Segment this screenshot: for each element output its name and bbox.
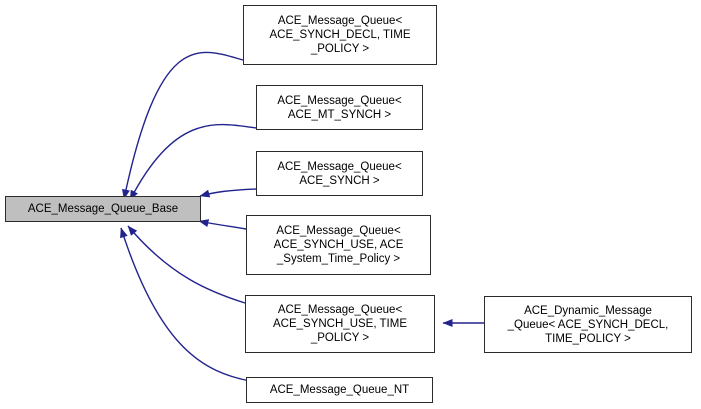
- node-label: ACE_Message_Queue< ACE_SYNCH >: [277, 160, 402, 187]
- node-ace-message-queue-synch-decl-time-policy[interactable]: ACE_Message_Queue< ACE_SYNCH_DECL, TIME …: [243, 5, 437, 65]
- node-label: ACE_Message_Queue< ACE_SYNCH_USE, TIME _…: [273, 304, 407, 344]
- edge-base-to-node5: [127, 225, 246, 304]
- node-label: ACE_Message_Queue< ACE_SYNCH_USE, ACE _S…: [273, 225, 404, 265]
- node-ace-message-queue-synch-use-system-time-policy[interactable]: ACE_Message_Queue< ACE_SYNCH_USE, ACE _S…: [246, 215, 431, 275]
- node-ace-message-queue-nt[interactable]: ACE_Message_Queue_NT: [246, 377, 433, 403]
- node-ace-message-queue-mt-synch[interactable]: ACE_Message_Queue< ACE_MT_SYNCH >: [256, 85, 423, 130]
- edge-base-to-node4: [198, 219, 247, 230]
- node-label: ACE_Message_Queue< ACE_SYNCH_DECL, TIME …: [269, 15, 411, 55]
- node-label: ACE_Message_Queue< ACE_MT_SYNCH >: [277, 94, 402, 121]
- node-ace-message-queue-synch[interactable]: ACE_Message_Queue< ACE_SYNCH >: [256, 151, 423, 196]
- edge-base-to-node2: [129, 123, 257, 201]
- edge-base-to-node6: [120, 227, 251, 382]
- edge-base-to-node3: [199, 188, 257, 198]
- edge-base-to-node1: [122, 51, 244, 200]
- node-label: ACE_Dynamic_Message _Queue< ACE_SYNCH_DE…: [507, 304, 669, 345]
- node-ace-message-queue-synch-use-time-policy[interactable]: ACE_Message_Queue< ACE_SYNCH_USE, TIME _…: [245, 295, 435, 353]
- node-ace-dynamic-message-queue[interactable]: ACE_Dynamic_Message _Queue< ACE_SYNCH_DE…: [484, 296, 692, 353]
- node-label: ACE_Message_Queue_NT: [269, 384, 410, 396]
- node-label: ACE_Message_Queue_Base: [27, 203, 179, 215]
- node-ace-message-queue-base[interactable]: ACE_Message_Queue_Base: [5, 196, 201, 222]
